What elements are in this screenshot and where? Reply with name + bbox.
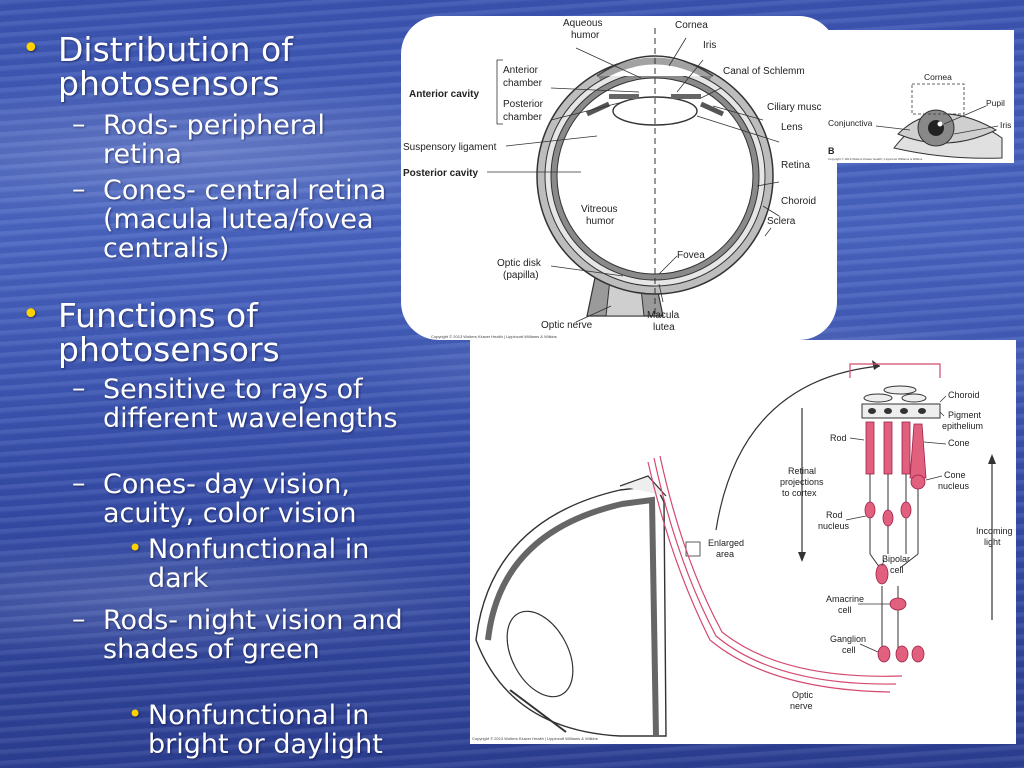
sub-bullet-dash: – <box>72 109 86 140</box>
bullet-distribution: Distribution of photosensors <box>58 30 293 103</box>
bullet-dot: • <box>128 700 143 728</box>
sub-bullet-dash: – <box>72 468 86 499</box>
label-fovea: Fovea <box>677 250 705 261</box>
retina-copyright: Copyright © 2013 Wolters Kluwer Health |… <box>472 736 598 741</box>
label-aqueous-humor-2: humor <box>571 30 600 41</box>
label-vitreous-humor-2: humor <box>586 216 615 227</box>
eye-cross-section-diagram: Aqueous humor Cornea Iris Anterior chamb… <box>403 18 821 339</box>
retina-label-ganglion-2: cell <box>842 645 856 655</box>
label-cornea: Cornea <box>675 20 708 31</box>
retina-label-choroid: Choroid <box>948 390 980 400</box>
label-retina: Retina <box>781 160 810 171</box>
label-suspensory-ligament: Suspensory ligament <box>403 142 497 153</box>
retina-label-incoming-light-1: Incoming <box>976 526 1013 536</box>
bullet-functions: Functions of photosensors <box>58 296 280 369</box>
sub-bullet-dash: – <box>72 373 86 404</box>
retina-label-cone: Cone <box>948 438 970 448</box>
label-anterior-chamber-1: Anterior <box>503 65 539 76</box>
inset-label-cornea: Cornea <box>924 72 952 82</box>
sub-sub-bullet-nonfunctional-bright: Nonfunctional in bright or daylight <box>148 700 383 760</box>
retina-layers-diagram: Choroid Pigment epithelium Rod Cone Cone… <box>472 360 1013 741</box>
inset-label-conjunctiva: Conjunctiva <box>828 118 873 128</box>
retina-label-rod-nucleus-2: nucleus <box>818 521 850 531</box>
sub-bullet-cones-central: Cones- central retina (macula lutea/fove… <box>103 175 387 264</box>
bullet-dot: • <box>22 297 40 332</box>
sub-bullet-rods-night: Rods- night vision and shades of green <box>103 605 403 665</box>
sub-bullet-rods-peripheral: Rods- peripheral retina <box>103 110 325 170</box>
label-posterior-cavity: Posterior cavity <box>403 168 478 179</box>
sub-bullet-sensitive: Sensitive to rays of different wavelengt… <box>103 374 398 434</box>
label-anterior-chamber-2: chamber <box>503 78 543 89</box>
retina-label-rod-nucleus-1: Rod <box>826 510 843 520</box>
retina-label-projections-3: to cortex <box>782 488 817 498</box>
retina-label-pigment-2: epithelium <box>942 421 983 431</box>
label-anterior-cavity: Anterior cavity <box>409 89 479 100</box>
label-aqueous-humor-1: Aqueous <box>563 18 602 29</box>
sub-bullet-cones-day: Cones- day vision, acuity, color vision <box>103 469 357 529</box>
retina-label-projections-2: projections <box>780 477 824 487</box>
retina-label-pigment-1: Pigment <box>948 410 982 420</box>
retina-label-bipolar-2: cell <box>890 565 904 575</box>
label-optic-disk-2: (papilla) <box>503 270 539 281</box>
retina-label-rod: Rod <box>830 433 847 443</box>
eye-cross-section-panel: Aqueous humor Cornea Iris Anterior chamb… <box>401 16 837 340</box>
inset-panel-letter: B <box>828 146 835 156</box>
eye-diagram-copyright: Copyright © 2013 Wolters Kluwer Health |… <box>431 334 557 339</box>
retina-label-enlarged-area-2: area <box>716 549 734 559</box>
retina-label-bipolar-1: Bipolar <box>882 554 910 564</box>
retina-label-enlarged-area-1: Enlarged <box>708 538 744 548</box>
retina-label-cone-nucleus-2: nucleus <box>938 481 970 491</box>
sub-bullet-dash: – <box>72 604 86 635</box>
retina-label-cone-nucleus-1: Cone <box>944 470 966 480</box>
label-macula-lutea-2: lutea <box>653 322 675 333</box>
inset-label-pupil: Pupil <box>986 98 1005 108</box>
bullet-dot: • <box>22 31 40 66</box>
retina-label-incoming-light-2: light <box>984 537 1001 547</box>
retina-label-optic-nerve-2: nerve <box>790 701 813 711</box>
label-posterior-chamber-2: chamber <box>503 112 543 123</box>
external-eye-inset-panel: Cornea Pupil Conjunctiva Iris B Copyrigh… <box>826 30 1014 163</box>
label-optic-nerve: Optic nerve <box>541 320 593 331</box>
label-canal-of-schlemm: Canal of Schlemm <box>723 66 805 77</box>
label-choroid: Choroid <box>781 196 816 207</box>
sub-sub-bullet-nonfunctional-dark: Nonfunctional in dark <box>148 534 370 594</box>
inset-label-iris: Iris <box>1000 120 1011 130</box>
label-iris: Iris <box>703 40 716 51</box>
label-ciliary-muscle: Ciliary musc <box>767 102 821 113</box>
inset-copyright: Copyright © 2013 Wolters Kluwer Health |… <box>828 157 923 161</box>
label-lens: Lens <box>781 122 803 133</box>
retina-layers-panel: Choroid Pigment epithelium Rod Cone Cone… <box>470 340 1016 744</box>
label-optic-disk-1: Optic disk <box>497 258 542 269</box>
label-vitreous-humor-1: Vitreous <box>581 204 618 215</box>
retina-label-amacrine-1: Amacrine <box>826 594 864 604</box>
sub-bullet-dash: – <box>72 174 86 205</box>
label-macula-lutea-1: Macula <box>647 310 680 321</box>
bullet-dot: • <box>128 534 143 562</box>
bullet-list: • Distribution of photosensors – Rods- p… <box>0 0 420 768</box>
retina-label-amacrine-2: cell <box>838 605 852 615</box>
retina-label-projections-1: Retinal <box>788 466 816 476</box>
external-eye-inset-diagram: Cornea Pupil Conjunctiva Iris B Copyrigh… <box>828 72 1011 161</box>
label-sclera: Sclera <box>767 216 796 227</box>
label-posterior-chamber-1: Posterior <box>503 99 544 110</box>
retina-label-ganglion-1: Ganglion <box>830 634 866 644</box>
retina-label-optic-nerve-1: Optic <box>792 690 814 700</box>
